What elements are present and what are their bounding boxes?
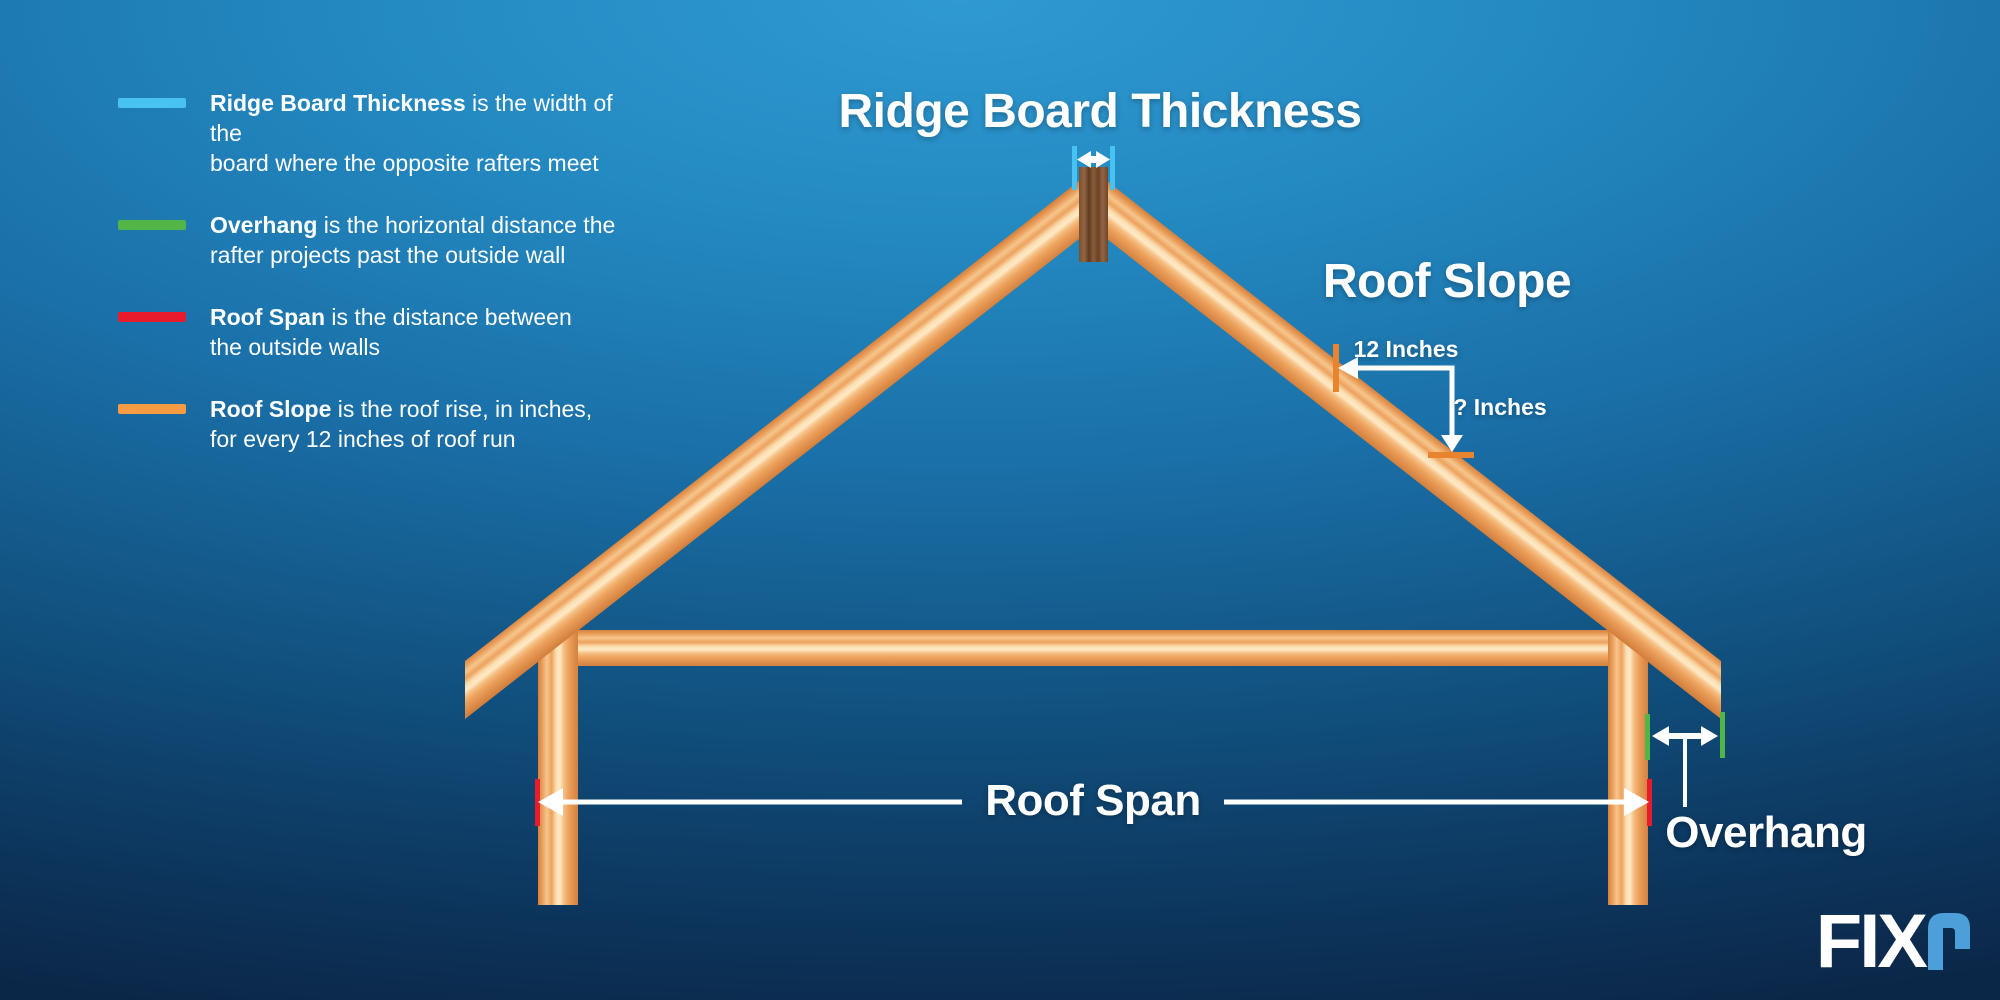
ridge-tick-left — [1072, 146, 1077, 190]
slope-arrow-left-head — [1338, 357, 1358, 379]
legend-swatch-red — [118, 312, 186, 322]
ceiling-joist-beam — [572, 630, 1614, 666]
span-tick-right — [1647, 779, 1652, 826]
overhang-label: Overhang — [1665, 808, 1867, 857]
legend-item-roof-slope: Roof Slope is the roof rise, in inches,f… — [118, 394, 650, 454]
legend-text: Ridge Board Thickness is the width of th… — [210, 90, 613, 176]
ridge-board — [1079, 167, 1108, 262]
ridge-board-thickness-title: Ridge Board Thickness — [838, 85, 1362, 138]
overhang-tick-right — [1720, 712, 1725, 758]
slope-rise-label: ? Inches — [1453, 394, 1547, 420]
slope-arrow-down-head — [1441, 435, 1463, 452]
right-wall-post — [1608, 615, 1648, 905]
roof-span-label: Roof Span — [985, 776, 1201, 825]
legend-swatch-blue — [118, 98, 186, 108]
overhang-head-right — [1701, 726, 1718, 746]
slope-arrow-path — [1349, 365, 1455, 439]
right-rafter — [1093, 170, 1721, 719]
legend-item-ridge-board-thickness: Ridge Board Thickness is the width of th… — [118, 88, 650, 178]
slope-rise-tick — [1428, 452, 1474, 458]
fixr-logo: FIX — [1815, 899, 1970, 984]
fixr-logo-r-mark — [1928, 913, 1970, 970]
left-rafter — [465, 170, 1093, 719]
span-head-right — [1624, 788, 1649, 816]
span-head-left — [538, 788, 563, 816]
overhang-head-left — [1652, 726, 1669, 746]
ridge-width-arrow — [1077, 151, 1110, 168]
legend-swatch-green — [118, 220, 186, 230]
slope-run-label: 12 Inches — [1353, 336, 1459, 362]
roof-slope-title: Roof Slope — [1322, 255, 1572, 308]
fixr-logo-text: FIX — [1815, 899, 1928, 984]
legend: Ridge Board Thickness is the width of th… — [118, 88, 650, 454]
overhang-tick-left — [1645, 714, 1650, 760]
slope-run-tick — [1333, 344, 1339, 392]
legend-swatch-orange — [118, 404, 186, 414]
left-wall-post — [538, 615, 578, 905]
ridge-tick-right — [1110, 146, 1115, 190]
legend-text: Roof Slope is the roof rise, in inches,f… — [210, 396, 593, 452]
span-tick-left — [535, 779, 540, 826]
